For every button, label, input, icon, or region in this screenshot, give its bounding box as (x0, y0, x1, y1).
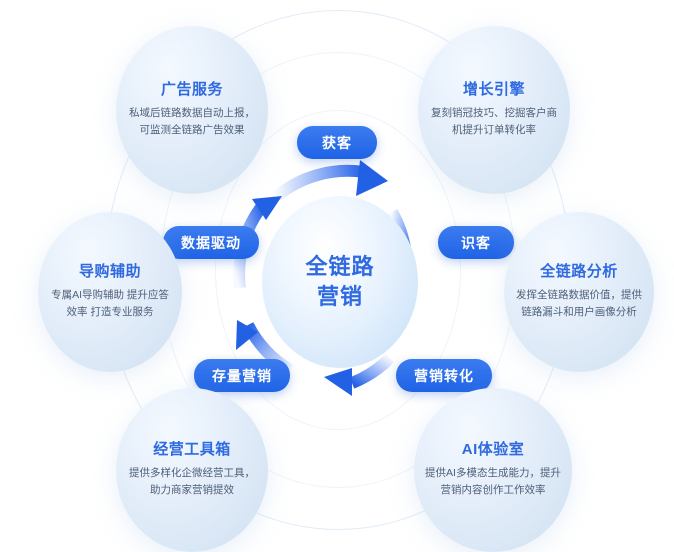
center-title: 全链路 营销 (305, 252, 374, 313)
capability-card-guide-assist[interactable]: 导购辅助 专属AI导购辅助 提升应答效率 打造专业服务 (38, 212, 182, 372)
capability-card-growth-engine[interactable]: 增长引擎 复刻销冠技巧、挖掘客户商机提升订单转化率 (418, 26, 570, 194)
capability-desc: 发挥全链路数据价值，提供链路漏斗和用户画像分析 (516, 289, 642, 318)
stage-pill-shike[interactable]: 识客 (438, 226, 514, 259)
capability-title: 增长引擎 (462, 80, 525, 98)
capability-title: 导购辅助 (78, 262, 141, 280)
stage-pill-huoke[interactable]: 获客 (297, 126, 377, 159)
center-title-line1: 全链路 (305, 253, 375, 279)
capability-card-operation-toolbox[interactable]: 经营工具箱 提供多样化企微经营工具，助力商家营销提效 (116, 388, 268, 552)
capability-title: 广告服务 (160, 80, 223, 98)
arrowhead-zhuanhua (324, 368, 352, 396)
arrowhead-huoke (356, 160, 388, 196)
center-sphere: 全链路 营销 (262, 196, 418, 368)
stage-pill-shuju-label: 数据驱动 (181, 234, 241, 251)
capability-desc: 提供AI多模态生成能力，提升营销内容创作工作效率 (425, 467, 561, 496)
capability-card-full-link-analysis[interactable]: 全链路分析 发挥全链路数据价值，提供链路漏斗和用户画像分析 (504, 212, 654, 372)
capability-desc: 专属AI导购辅助 提升应答效率 打造专业服务 (51, 289, 169, 318)
stage-pill-cunliang[interactable]: 存量营销 (194, 359, 290, 392)
capability-card-ai-lab[interactable]: AI体验室 提供AI多模态生成能力，提升营销内容创作工作效率 (414, 388, 572, 552)
stage-pill-zhuanhua-label: 营销转化 (414, 367, 474, 384)
capability-desc: 提供多样化企微经营工具，助力商家营销提效 (129, 467, 255, 496)
capability-title: 经营工具箱 (153, 440, 231, 458)
stage-pill-huoke-label: 获客 (322, 134, 352, 151)
capability-desc: 复刻销冠技巧、挖掘客户商机提升订单转化率 (431, 107, 557, 136)
center-title-line2: 营销 (316, 284, 363, 309)
stage-pill-shike-label: 识客 (461, 234, 491, 251)
stage-pill-shuju[interactable]: 数据驱动 (163, 226, 259, 259)
stage-pill-zhuanhua[interactable]: 营销转化 (396, 359, 492, 392)
capability-title: AI体验室 (461, 440, 525, 458)
arrow-arc-huoke (273, 164, 365, 201)
infographic-canvas: 全链路 营销 获客 识客 营销转化 存量营销 数据驱动 广告服务 私域后链路数据… (38, 10, 654, 552)
capability-title: 全链路分析 (540, 262, 618, 280)
arrowhead-shuju (252, 196, 282, 220)
capability-desc: 私域后链路数据自动上报，可监测全链路广告效果 (129, 107, 255, 136)
capability-card-ad-service[interactable]: 广告服务 私域后链路数据自动上报，可监测全链路广告效果 (116, 26, 268, 194)
stage-pill-cunliang-label: 存量营销 (212, 367, 272, 384)
arrowhead-cunliang (236, 320, 258, 350)
